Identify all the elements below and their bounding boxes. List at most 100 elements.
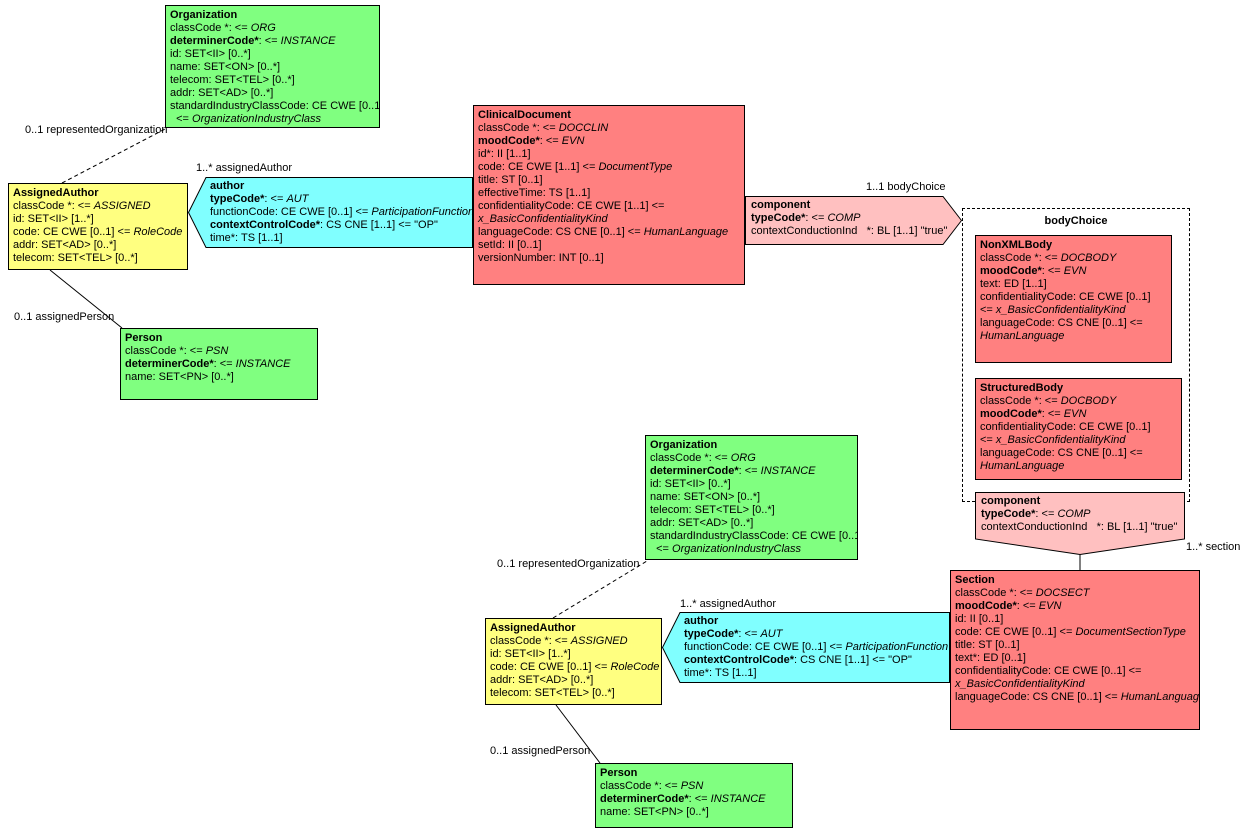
attribute-line: code: CE CWE [0..1] <= RoleCode — [13, 226, 183, 238]
attribute-line: addr: SET<AD> [0..*] — [490, 674, 594, 686]
edge-label-assigned-person-top: 0..1 assignedPerson — [14, 311, 115, 323]
participation-title: author — [210, 180, 245, 192]
attribute-line: classCode *: <= ASSIGNED — [13, 200, 151, 212]
attribute-line: determinerCode*: <= INSTANCE — [650, 465, 816, 477]
edge-label-represented-organization-bottom: 0..1 representedOrganization — [497, 558, 640, 570]
attribute-line: telecom: SET<TEL> [0..*] — [170, 74, 295, 86]
attribute-line: typeCode*: <= AUT — [684, 628, 783, 640]
author-arrow-shape — [188, 177, 473, 248]
attribute-line: functionCode: CE CWE [0..1] <= Participa… — [684, 641, 949, 653]
connector-represented-organization-1 — [61, 128, 166, 184]
class-title: Organization — [650, 439, 718, 451]
attribute-line: classCode *: <= DOCBODY — [980, 395, 1117, 407]
attribute-line: setId: II [0..1] — [478, 239, 542, 251]
connector-assigned-person-1 — [49, 269, 123, 329]
attribute-line: title: ST [0..1] — [955, 639, 1020, 651]
attribute-line: addr: SET<AD> [0..*] — [13, 239, 117, 251]
choice-box-title: bodyChoice — [1044, 215, 1108, 227]
attribute-line: id*: II [1..1] — [478, 148, 531, 160]
attribute-line: moodCode*: <= EVN — [980, 408, 1087, 420]
attribute-line: classCode *: <= ASSIGNED — [490, 635, 628, 647]
attribute-line: moodCode*: <= EVN — [478, 135, 585, 147]
attribute-line: id: SET<II> [0..*] — [170, 48, 251, 60]
attribute-line: addr: SET<AD> [0..*] — [170, 87, 274, 99]
attribute-line: contextConductionInd *: BL [1..1] "true" — [751, 225, 948, 237]
attribute-line: confidentialityCode: CE CWE [1..1] <= — [478, 200, 665, 212]
attribute-line: functionCode: CE CWE [0..1] <= Participa… — [210, 206, 475, 218]
actrel-title: component — [981, 495, 1041, 507]
attribute-line: classCode *: <= PSN — [125, 345, 229, 357]
class-title: ClinicalDocument — [478, 109, 571, 121]
attribute-line: classCode *: <= ORG — [650, 452, 756, 464]
attribute-line: moodCode*: <= EVN — [955, 600, 1062, 612]
attribute-line: moodCode*: <= EVN — [980, 265, 1087, 277]
attribute-line: languageCode: CS CNE [0..1] <= HumanLang… — [478, 226, 729, 238]
attribute-line: typeCode*: <= AUT — [210, 193, 309, 205]
attribute-line: name: SET<ON> [0..*] — [650, 491, 761, 503]
attribute-line: code: CE CWE [0..1] <= RoleCode — [490, 661, 660, 673]
attribute-line: time*: TS [1..1] — [684, 667, 757, 679]
attribute-line: versionNumber: INT [0..1] — [478, 252, 604, 264]
class-title: AssignedAuthor — [13, 187, 99, 199]
attribute-line: <= x_BasicConfidentialityKind — [980, 434, 1126, 446]
attribute-line: telecom: SET<TEL> [0..*] — [490, 687, 615, 699]
class-title: Person — [125, 332, 163, 344]
class-title: Organization — [170, 9, 238, 21]
attribute-line: code: CE CWE [0..1] <= DocumentSectionTy… — [955, 626, 1186, 638]
attribute-line: <= OrganizationIndustryClass — [170, 113, 322, 125]
actrel-title: component — [751, 199, 811, 211]
attribute-line: typeCode*: <= COMP — [751, 212, 861, 224]
attribute-line: determinerCode*: <= INSTANCE — [125, 358, 291, 370]
class-title: Section — [955, 574, 995, 586]
attribute-line: confidentialityCode: CE CWE [0..1] — [980, 421, 1151, 433]
attribute-line: text: ED [1..1] — [980, 278, 1047, 290]
class-title: StructuredBody — [980, 382, 1064, 394]
attribute-line: addr: SET<AD> [0..*] — [650, 517, 754, 529]
class-title: NonXMLBody — [980, 239, 1053, 251]
attribute-line: HumanLanguage — [980, 330, 1065, 342]
edge-label-assigned-author-top: 1..* assignedAuthor — [196, 162, 293, 174]
author-arrow-shape — [662, 612, 950, 683]
attribute-line: time*: TS [1..1] — [210, 232, 283, 244]
attribute-line: x_BasicConfidentialityKind — [955, 678, 1085, 690]
attribute-line: name: SET<PN> [0..*] — [600, 806, 709, 818]
attribute-line: contextControlCode*: CS CNE [1..1] <= "O… — [210, 219, 438, 231]
attribute-line: standardIndustryClassCode: CE CWE [0..1] — [170, 100, 380, 112]
attribute-line: id: SET<II> [1..*] — [13, 213, 94, 225]
attribute-line: contextControlCode*: CS CNE [1..1] <= "O… — [684, 654, 912, 666]
connector-represented-organization-2 — [552, 560, 648, 619]
component-arrow-shape — [975, 492, 1185, 555]
attribute-line: <= OrganizationIndustryClass — [650, 543, 802, 555]
attribute-line: classCode *: <= DOCCLIN — [478, 122, 609, 134]
attribute-line: effectiveTime: TS [1..1] — [478, 187, 591, 199]
edge-label-section: 1..* section — [1186, 541, 1241, 553]
attribute-line: languageCode: CS CNE [0..1] <= — [980, 317, 1143, 329]
attribute-line: id: SET<II> [0..*] — [650, 478, 731, 490]
attribute-line: languageCode: CS CNE [0..1] <= HumanLang… — [955, 691, 1200, 703]
class-title: Person — [600, 767, 638, 779]
edge-label-assigned-author-bottom: 1..* assignedAuthor — [680, 598, 777, 610]
attribute-line: name: SET<ON> [0..*] — [170, 61, 281, 73]
attribute-line: determinerCode*: <= INSTANCE — [170, 35, 336, 47]
